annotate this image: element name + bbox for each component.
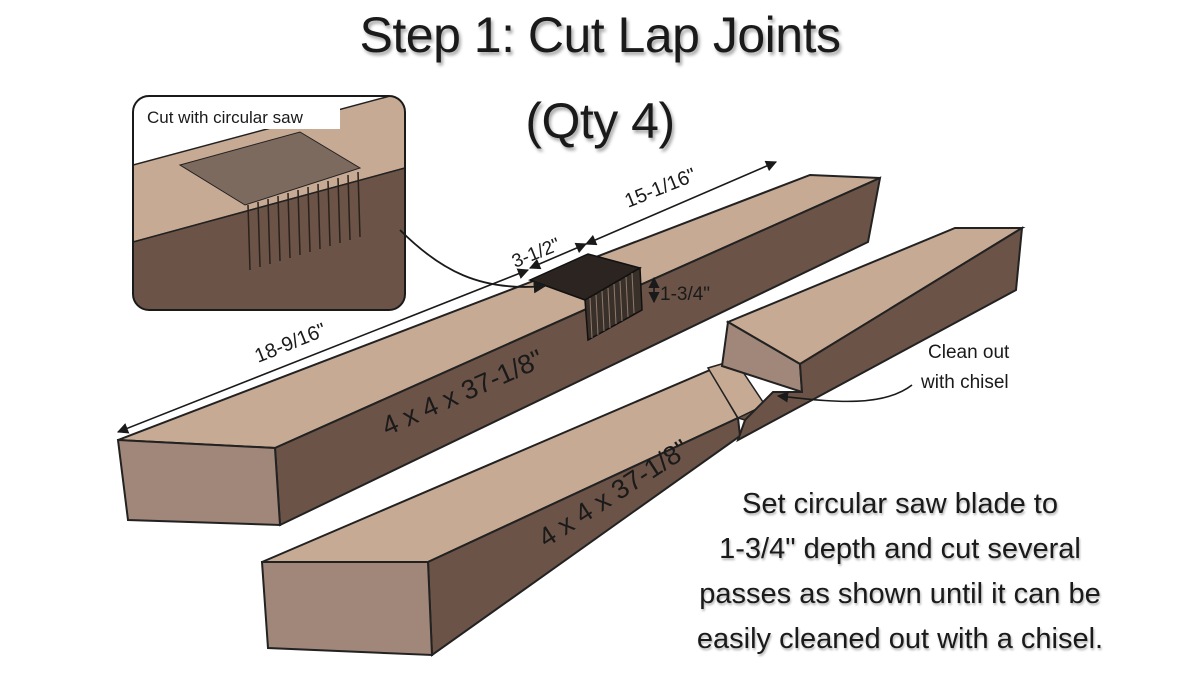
inset-detail: Cut with circular saw bbox=[132, 95, 406, 311]
saw-kerf-lines bbox=[589, 272, 635, 339]
dim-depth-label: 1-3/4" bbox=[660, 284, 710, 305]
title-line-1: Step 1: Cut Lap Joints bbox=[359, 7, 841, 63]
instruction-line: passes as shown until it can be bbox=[699, 578, 1101, 610]
instruction-line: 1-3/4" depth and cut several bbox=[719, 533, 1081, 565]
dim-line-notch bbox=[528, 242, 588, 270]
title-line-2: (Qty 4) bbox=[525, 93, 675, 149]
instruction-line: easily cleaned out with a chisel. bbox=[696, 623, 1104, 655]
inset-label: Cut with circular saw bbox=[147, 108, 304, 127]
dim-left-label: 18-9/16" bbox=[252, 319, 330, 367]
dim-line-right bbox=[584, 160, 778, 246]
callout-line-2: with chisel bbox=[920, 372, 1009, 393]
inset-kerf-lines bbox=[247, 171, 361, 271]
callout-line-1: Clean out bbox=[928, 342, 1010, 363]
instructions: Set circular saw blade to 1-3/4" depth a… bbox=[690, 482, 1110, 662]
bottom-board bbox=[260, 226, 1026, 657]
chisel-callout-arrow bbox=[776, 384, 913, 403]
saw-kerf-front bbox=[584, 266, 643, 342]
inset-pointer-arrow bbox=[399, 229, 547, 294]
bottom-board-right-front bbox=[736, 226, 1024, 443]
dim-right-label: 15-1/16" bbox=[622, 164, 700, 212]
dim-notch-label: 3-1/2" bbox=[509, 234, 563, 272]
dim-line-left bbox=[116, 268, 530, 434]
instruction-line: Set circular saw blade to bbox=[742, 488, 1058, 520]
dimension-lines bbox=[116, 160, 778, 434]
bottom-board-end bbox=[260, 561, 434, 657]
top-board-end-face bbox=[116, 438, 282, 527]
